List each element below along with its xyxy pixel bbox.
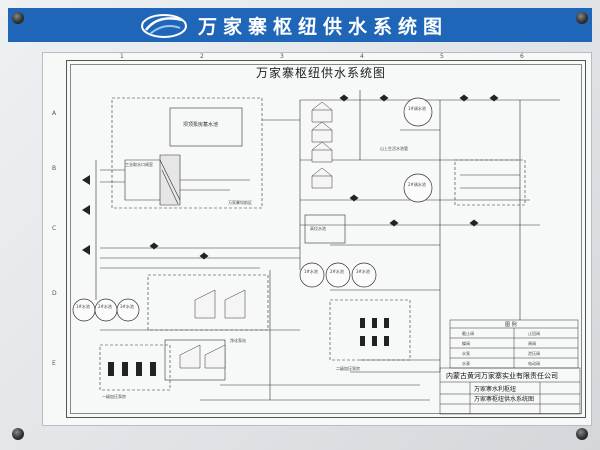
flow-arrow-icon bbox=[82, 245, 90, 255]
title-block bbox=[439, 367, 581, 415]
legend-item: 泄压阀 bbox=[528, 350, 540, 356]
mount-screw bbox=[12, 12, 24, 24]
tank-label: 2#水池 bbox=[330, 268, 344, 274]
flow-arrow-icon bbox=[82, 175, 90, 185]
title-block-drawing-name: 万家寨枢纽供水系统图 bbox=[474, 395, 534, 403]
tank-label: 1#水池 bbox=[304, 268, 318, 274]
legend-item: 水表 bbox=[462, 360, 470, 366]
legend-item: 蝶阀 bbox=[462, 340, 470, 346]
tank-label: 1#水池 bbox=[76, 303, 90, 309]
col-marker: 5 bbox=[440, 53, 444, 60]
intake-label: 工业取水口闸室 bbox=[125, 161, 153, 167]
drawing-frame bbox=[66, 60, 586, 418]
col-marker: 4 bbox=[360, 53, 364, 60]
col-marker: 6 bbox=[520, 53, 524, 60]
row-marker: E bbox=[52, 360, 56, 367]
col-marker: 1 bbox=[120, 53, 124, 60]
dam-front-area-label: 万家寨坝前区 bbox=[228, 199, 252, 205]
secondary-room-label: 二级加压泵房 bbox=[336, 365, 360, 371]
tank-label: 2#水池 bbox=[98, 303, 112, 309]
legend-item: 电动阀 bbox=[528, 360, 540, 366]
booster-room-label: 一级加压泵房 bbox=[102, 393, 126, 399]
col-marker: 2 bbox=[200, 53, 204, 60]
company-logo-icon bbox=[141, 14, 187, 38]
row-marker: B bbox=[52, 165, 57, 172]
mount-screw bbox=[576, 12, 588, 24]
high-tank-label: 高位水池 bbox=[310, 225, 326, 231]
title-block-subtitle: 万家寨水利枢纽 bbox=[474, 385, 516, 393]
tank-circle bbox=[94, 298, 118, 322]
diagram-title: 万家寨枢纽供水系统图 bbox=[256, 66, 387, 80]
tank-circle bbox=[351, 262, 377, 288]
legend-item: 止回阀 bbox=[528, 330, 540, 336]
tank-label: 3#水池 bbox=[356, 268, 370, 274]
row-marker: C bbox=[52, 225, 57, 232]
flow-arrow-icon bbox=[82, 205, 90, 215]
tank-circle bbox=[299, 262, 325, 288]
row-marker: D bbox=[52, 290, 57, 297]
tank-circle bbox=[403, 173, 433, 203]
col-marker: 3 bbox=[280, 53, 284, 60]
tank-label: 3#水池 bbox=[120, 303, 134, 309]
booster-pump-room-box bbox=[99, 344, 171, 391]
secondary-pump-room-box bbox=[329, 299, 411, 361]
reservoir-box bbox=[169, 107, 243, 147]
reservoir-label: 坝顶泵房蓄水池 bbox=[183, 121, 218, 128]
legend-title: 图 例 bbox=[505, 321, 517, 328]
banner-title: 万家寨枢纽供水系统图 bbox=[198, 16, 449, 38]
row-marker: A bbox=[52, 110, 57, 117]
mount-screw bbox=[12, 428, 24, 440]
title-block-company: 内蒙古黄河万家寨实业有限责任公司 bbox=[446, 371, 558, 380]
high-tank-box bbox=[304, 214, 346, 244]
pump-station-label: 净化泵站 bbox=[230, 337, 246, 343]
tank-label: 2#调水池 bbox=[408, 181, 426, 187]
tank-circle bbox=[325, 262, 351, 288]
title-banner: 万家寨枢纽供水系统图 bbox=[8, 8, 592, 42]
tank-circle bbox=[116, 298, 140, 322]
tank-label: 1#调水池 bbox=[408, 105, 426, 111]
tank-circle bbox=[72, 298, 96, 322]
drawing-inner-frame bbox=[70, 64, 582, 414]
tank-circle bbox=[403, 97, 433, 127]
legend-item: 水泵 bbox=[462, 350, 470, 356]
mount-screw bbox=[576, 428, 588, 440]
legend-item: 闸阀 bbox=[528, 340, 536, 346]
mid-right-label: 山上生活水池管 bbox=[380, 145, 408, 151]
legend-table bbox=[449, 319, 579, 369]
legend-item: 截止阀 bbox=[462, 330, 474, 336]
dam-front-area-box bbox=[111, 97, 263, 209]
